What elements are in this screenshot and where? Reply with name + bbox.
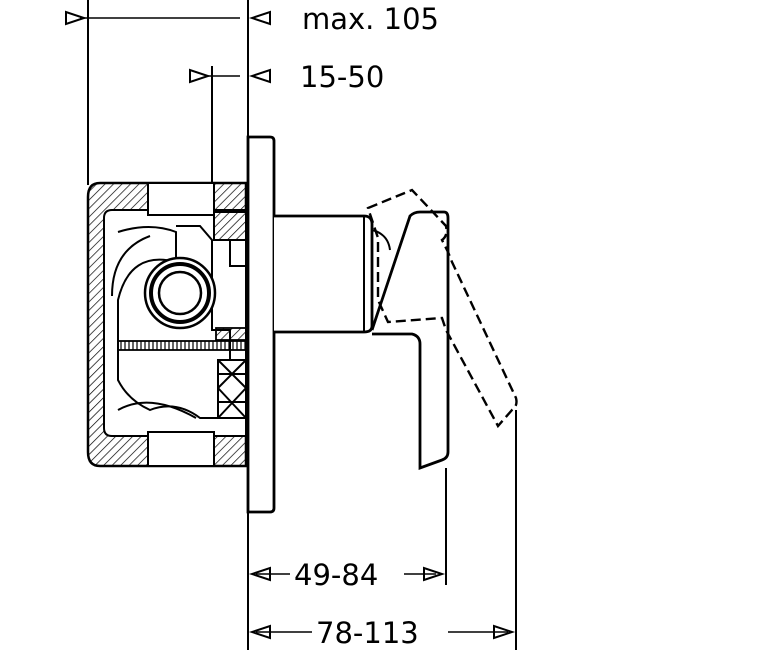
handle-lever xyxy=(370,210,450,470)
cast-body-curve xyxy=(111,235,151,297)
stub-cap xyxy=(229,239,247,267)
arrow-left-icon xyxy=(248,566,271,582)
bottom-port xyxy=(147,431,215,467)
cartridge-crosshatch xyxy=(217,359,247,419)
handle-sleeve xyxy=(274,214,374,334)
outlet-ring-middle xyxy=(149,262,211,324)
arrow-right-icon xyxy=(493,624,516,640)
arrow-right-icon xyxy=(189,68,212,84)
stub-upper xyxy=(213,211,247,241)
dimension-total-projection: 78-113 xyxy=(248,616,516,650)
arrow-left-icon xyxy=(248,624,271,640)
stub-band xyxy=(215,327,247,341)
max-depth-label: max. 105 xyxy=(302,2,439,36)
handle-alt-position xyxy=(366,188,518,429)
dimension-max-depth: max. 105 xyxy=(65,0,439,650)
cast-body-lower-curve xyxy=(117,401,197,419)
arrow-right-icon xyxy=(65,10,88,26)
rough-in-label: 15-50 xyxy=(300,60,384,94)
cartridge-block xyxy=(217,359,247,419)
dimension-rough-in: 15-50 xyxy=(189,60,384,185)
arrow-left-icon xyxy=(248,10,271,26)
rosette-plate xyxy=(246,135,276,514)
arrow-left-icon xyxy=(248,68,271,84)
top-port xyxy=(147,182,215,216)
threaded-rod xyxy=(117,340,247,351)
mixer-handle xyxy=(274,210,450,470)
dimension-handle-projection: 49-84 xyxy=(248,558,446,592)
sleeve-curve xyxy=(371,229,391,251)
concealed-body xyxy=(86,181,248,468)
total-projection-label: 78-113 xyxy=(316,616,419,650)
cast-body-outline xyxy=(117,225,231,419)
handle-projection-label: 49-84 xyxy=(294,558,378,592)
arrow-right-icon xyxy=(423,566,446,582)
outlet-ring-inner xyxy=(157,270,203,316)
